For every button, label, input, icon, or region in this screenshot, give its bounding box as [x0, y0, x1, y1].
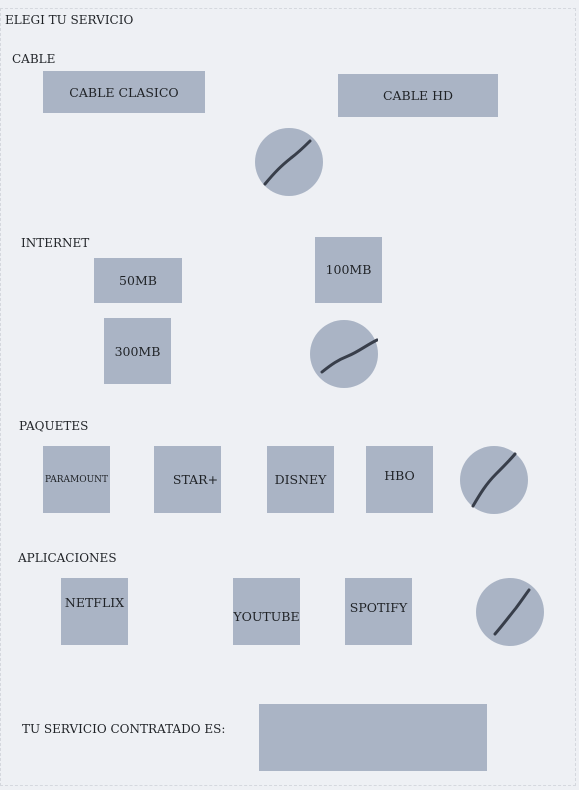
option-label: HBO — [384, 468, 415, 483]
result-label: TU SERVICIO CONTRATADO ES: — [22, 722, 226, 736]
result-box — [259, 704, 487, 771]
paquetes-clear-button[interactable] — [460, 446, 528, 514]
option-50mb[interactable]: 50MB — [94, 258, 182, 303]
option-label: STAR+ — [172, 472, 219, 487]
option-cable-hd[interactable]: CABLE HD — [338, 74, 498, 117]
page-title: ELEGI TU SERVICIO — [5, 13, 134, 27]
section-label-cable: CABLE — [12, 52, 56, 66]
slash-icon — [471, 452, 517, 508]
slash-icon — [263, 139, 312, 186]
option-label: DISNEY — [274, 472, 327, 487]
section-label-paquetes: PAQUETES — [19, 419, 89, 433]
internet-clear-button[interactable] — [310, 320, 378, 388]
option-label: CABLE CLASICO — [69, 84, 179, 100]
option-label: CABLE HD — [382, 88, 454, 103]
option-label: YOUTUBE — [233, 609, 300, 624]
option-label: 50MB — [119, 273, 157, 288]
slash-icon — [320, 338, 378, 374]
option-label: SPOTIFY — [349, 600, 408, 615]
option-netflix[interactable]: NETFLIX — [61, 578, 128, 645]
slash-icon — [493, 588, 531, 636]
cable-clear-button[interactable] — [255, 128, 323, 196]
option-300mb[interactable]: 300MB — [104, 318, 171, 384]
option-cable-clasico[interactable]: CABLE CLASICO — [43, 71, 205, 113]
option-label: PARAMOUNT — [44, 474, 109, 485]
option-hbo[interactable]: HBO — [366, 446, 433, 513]
option-youtube[interactable]: YOUTUBE — [233, 578, 300, 645]
option-paramount[interactable]: PARAMOUNT — [43, 446, 110, 513]
option-spotify[interactable]: SPOTIFY — [345, 578, 412, 645]
option-100mb[interactable]: 100MB — [315, 237, 382, 303]
option-label: 300MB — [114, 343, 161, 359]
option-star-plus[interactable]: STAR+ — [154, 446, 221, 513]
option-label: 100MB — [325, 262, 372, 277]
aplicaciones-clear-button[interactable] — [476, 578, 544, 646]
section-label-internet: INTERNET — [21, 236, 90, 250]
page-frame — [0, 8, 576, 786]
section-label-aplicaciones: APLICACIONES — [18, 551, 117, 565]
option-disney[interactable]: DISNEY — [267, 446, 334, 513]
option-label: NETFLIX — [64, 595, 125, 610]
